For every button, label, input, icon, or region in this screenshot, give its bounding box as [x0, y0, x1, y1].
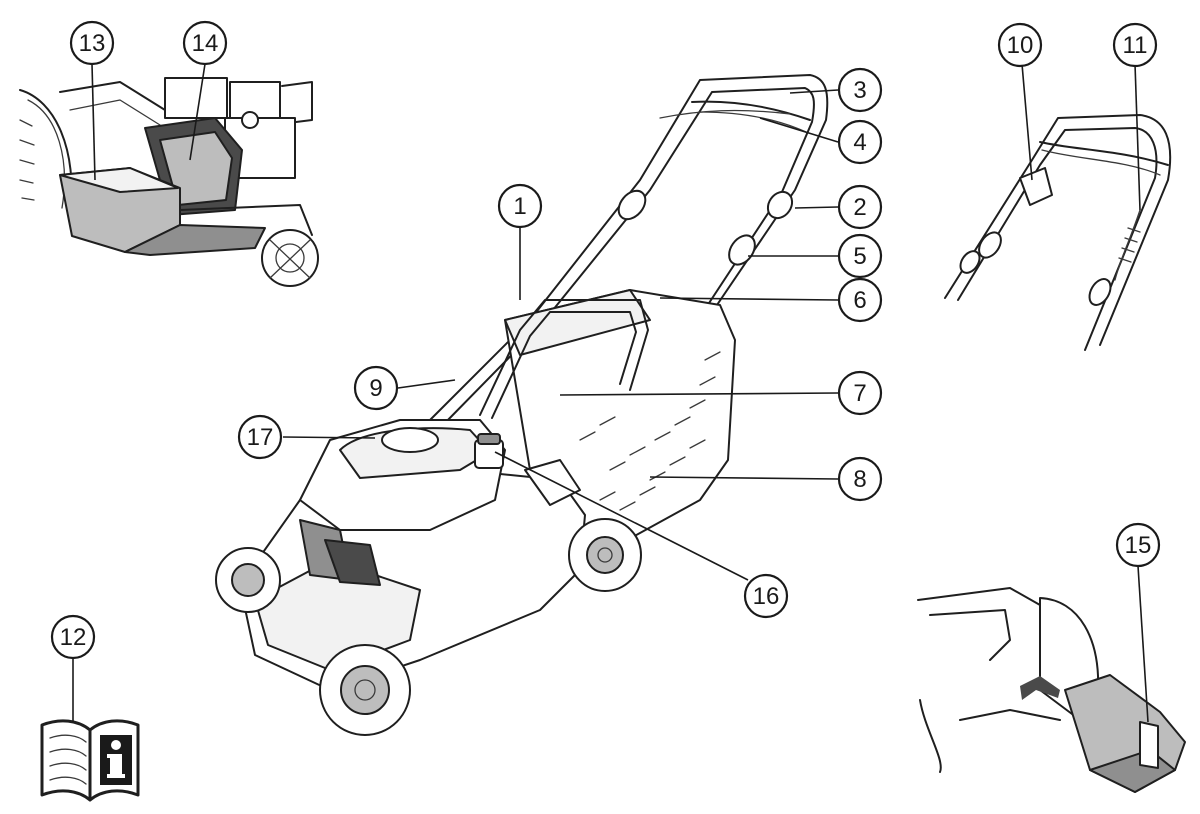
callout-label: 15 [1125, 532, 1152, 559]
callout-label: 4 [853, 129, 866, 156]
callout-17: 17 [237, 414, 283, 460]
callout-14: 14 [182, 20, 228, 66]
callout-3: 3 [837, 67, 883, 113]
inset-mulch-plug-view [19, 77, 319, 287]
callout-12: 12 [50, 614, 96, 660]
callout-label: 8 [853, 466, 866, 493]
callout-4: 4 [837, 119, 883, 165]
lawn-mower-illustration [215, 74, 829, 736]
callout-15: 15 [1115, 522, 1161, 568]
callout-2: 2 [837, 184, 883, 230]
callout-label: 12 [60, 624, 87, 651]
callout-13: 13 [69, 20, 115, 66]
manual-book-info-icon [40, 719, 140, 802]
callout-label: 10 [1007, 32, 1034, 59]
callout-label: 11 [1123, 32, 1148, 59]
callout-label: 7 [853, 380, 866, 407]
callout-label: 2 [853, 194, 866, 221]
callout-label: 5 [853, 243, 866, 270]
leader-lines [72, 63, 1149, 723]
callout-1: 1 [497, 183, 543, 229]
callout-label: 14 [192, 30, 219, 57]
callout-6: 6 [837, 277, 883, 323]
callout-label: 16 [753, 583, 780, 610]
callout-10: 10 [997, 22, 1043, 68]
callout-8: 8 [837, 456, 883, 502]
inset-handle-controls-view [944, 114, 1172, 351]
callout-5: 5 [837, 233, 883, 279]
callout-11: 11 [1112, 22, 1158, 68]
callout-16: 16 [743, 573, 789, 619]
callout-label: 6 [853, 287, 866, 314]
callout-7: 7 [837, 370, 883, 416]
callout-label: 9 [369, 375, 382, 402]
callout-9: 9 [353, 365, 399, 411]
callout-label: 13 [79, 30, 106, 57]
callout-label: 1 [513, 193, 526, 220]
callout-label: 3 [853, 77, 866, 104]
callout-label: 17 [247, 424, 274, 451]
inset-side-flap-view [917, 587, 1186, 793]
